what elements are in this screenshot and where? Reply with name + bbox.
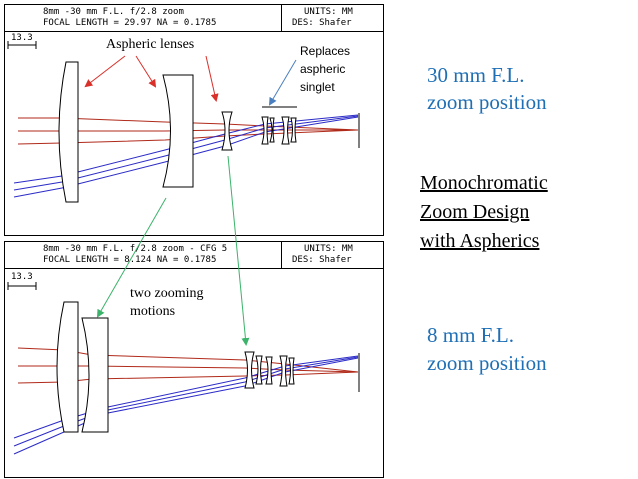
- zoom8-label-line1: 8 mm F.L.: [427, 323, 514, 347]
- top-scale-label: 13.3: [11, 33, 33, 43]
- aspheric-arrow-1: [84, 55, 126, 88]
- two-zooming-label-line1: two zooming: [130, 286, 204, 301]
- zoom-motion-arrow-1: [97, 197, 167, 318]
- bottom-lens-diagram-panel: 8mm -30 mm F.L. f/2.8 zoom - CFG 5 FOCAL…: [4, 241, 384, 478]
- replaces-label-line1: Replaces: [300, 44, 351, 58]
- two-zooming-label-line2: motions: [130, 304, 176, 319]
- top-scale-bar: [7, 41, 37, 49]
- top-panel-header-left: 8mm -30 mm F.L. f/2.8 zoom FOCAL LENGTH …: [5, 5, 282, 31]
- top-panel-focal-length: FOCAL LENGTH = 29.97 NA = 0.1785: [43, 18, 217, 28]
- bottom-lens-group-4: [265, 355, 295, 387]
- bottom-lens-1: [56, 301, 79, 433]
- top-lens-2: [162, 74, 194, 188]
- aspheric-arrow-2: [135, 55, 157, 88]
- bottom-panel-header-right: UNITS: MM DES: Shafer: [282, 242, 383, 268]
- top-panel-units: UNITS: MM: [304, 7, 353, 17]
- aspheric-lenses-label: Aspheric lenses: [106, 37, 195, 52]
- zoom30-label-line1: 30 mm F.L.: [427, 63, 525, 87]
- design-title-line2: Zoom Design: [420, 201, 530, 223]
- top-lens-group-4: [261, 116, 297, 145]
- bottom-panel-title: 8mm -30 mm F.L. f/2.8 zoom - CFG 5: [43, 244, 228, 254]
- bottom-red-rays: [17, 347, 359, 384]
- top-lens-1: [58, 61, 79, 203]
- zoom8-label-line2: zoom position: [427, 351, 547, 375]
- bottom-panel-designer: DES: Shafer: [292, 255, 352, 265]
- top-panel-header-right: UNITS: MM DES: Shafer: [282, 5, 383, 31]
- replaces-label-line3: singlet: [300, 80, 335, 94]
- top-panel-title: 8mm -30 mm F.L. f/2.8 zoom: [43, 7, 184, 17]
- top-lens-group-3: [221, 111, 233, 151]
- replaces-singlet-arrow: [268, 59, 297, 106]
- bottom-scale-bar: [7, 282, 37, 290]
- design-title-line1: Monochromatic: [420, 172, 548, 194]
- zoom30-label-line2: zoom position: [427, 90, 547, 114]
- bottom-lens-2: [81, 317, 109, 433]
- top-panel-header: 8mm -30 mm F.L. f/2.8 zoom FOCAL LENGTH …: [5, 5, 383, 32]
- replaces-label-line2: aspheric: [300, 62, 346, 76]
- bottom-scale-label: 13.3: [11, 272, 33, 282]
- bottom-lens-group-3: [244, 351, 263, 389]
- zoom-motion-arrow-2: [227, 155, 250, 346]
- bottom-panel-units: UNITS: MM: [304, 244, 353, 254]
- top-panel-designer: DES: Shafer: [292, 18, 352, 28]
- bottom-blue-rays: [13, 355, 359, 455]
- top-blue-rays: [13, 114, 359, 198]
- design-title-line3: with Aspherics: [420, 230, 540, 252]
- aspheric-arrow-3: [205, 55, 219, 102]
